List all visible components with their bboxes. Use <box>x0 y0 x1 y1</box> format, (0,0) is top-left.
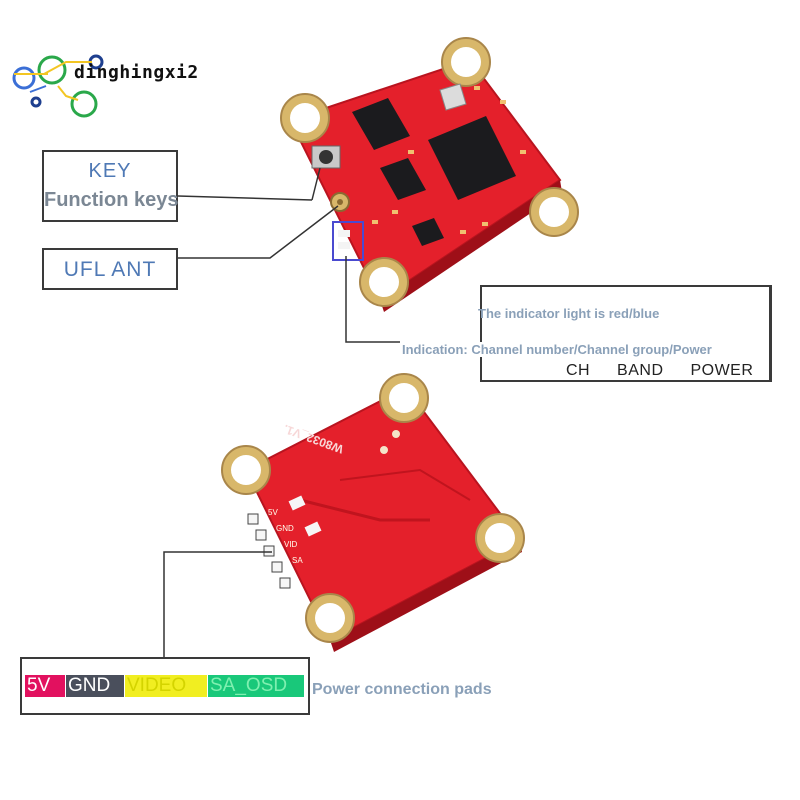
mounting-hole-icon <box>529 187 579 237</box>
main-chip-icon <box>428 116 516 200</box>
pad-label-gnd: GND <box>66 675 124 697</box>
mounting-hole-icon <box>280 93 330 143</box>
mounting-hole-icon <box>475 513 525 563</box>
pad-label-video: VIDEO <box>125 675 207 697</box>
pad-name-vid: VID <box>284 540 298 549</box>
solder-pads-icon <box>247 513 291 589</box>
pads-caption: Power connection pads <box>312 681 492 698</box>
antenna-callout-label: UFL ANT <box>63 258 157 281</box>
pad-name-5v: 5V <box>268 508 278 517</box>
ufl-connector-icon <box>330 192 350 212</box>
callout-lines <box>163 167 400 657</box>
watermark-text: dinghingxi2 <box>74 62 199 83</box>
mounting-hole-icon <box>441 37 491 87</box>
key-callout-subtitle: Function keys <box>44 189 179 211</box>
key-callout: KEY Function keys <box>42 150 178 222</box>
logo-rings-icon <box>12 54 104 118</box>
vtx-board-front <box>280 37 579 312</box>
indicator-callout <box>480 285 772 382</box>
mounting-hole-icon <box>221 445 271 495</box>
key-callout-title: KEY <box>88 160 132 182</box>
pad-label-sa-osd: SA_OSD <box>208 675 304 697</box>
chip-icon <box>380 158 426 200</box>
antenna-callout: UFL ANT <box>42 248 178 290</box>
function-key-button-icon <box>311 145 341 169</box>
mounting-hole-icon <box>359 257 409 307</box>
chip-icon <box>412 218 444 246</box>
mounting-hole-icon <box>379 373 429 423</box>
pad-name-gnd: GND <box>276 524 294 533</box>
indicator-line-3: CH BAND POWER <box>566 362 754 379</box>
pad-name-sa: SA <box>292 556 303 565</box>
crystal-icon <box>439 83 467 111</box>
pad-label-5v: 5V <box>25 675 65 697</box>
mounting-hole-icon <box>305 593 355 643</box>
indicator-led-icon <box>332 221 364 261</box>
chip-icon <box>352 98 410 150</box>
indicator-line-1: The indicator light is red/blue <box>478 306 660 321</box>
indicator-line-2: Indication: Channel number/Channel group… <box>402 342 712 357</box>
vtx-board-back <box>221 373 525 652</box>
